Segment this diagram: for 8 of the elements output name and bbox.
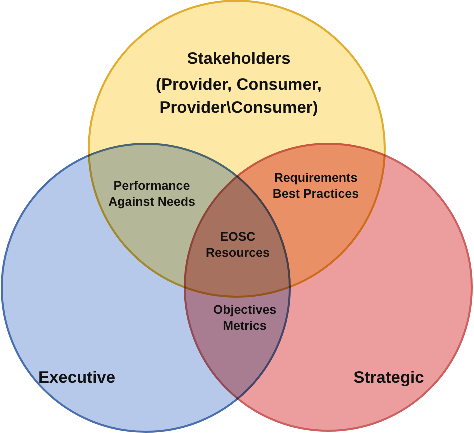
overlap-label: Requirements Best Practices (272, 170, 360, 202)
circle-title: Executive (37, 368, 117, 389)
overlap-label: Performance Against Needs (108, 178, 196, 210)
circle-subtitle: (Provider, Consumer, Provider\Consumer) (155, 75, 323, 119)
circle-title: Stakeholders (186, 49, 292, 70)
circle-title: Strategic (352, 368, 426, 389)
overlap-label: EOSC Resources (205, 229, 271, 261)
overlap-label: Objectives Metrics (212, 302, 278, 334)
